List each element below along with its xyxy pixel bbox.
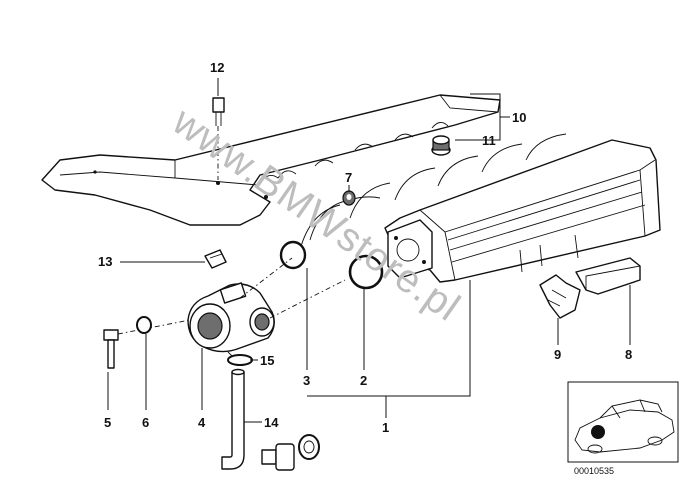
o-ring-3 [279, 240, 307, 270]
callout-12: 12 [210, 60, 224, 75]
callout-11: 11 [482, 133, 496, 148]
callout-8: 8 [625, 347, 632, 362]
leader-lines [107, 78, 631, 423]
engine-cover [41, 94, 501, 226]
fitting-14 [261, 434, 320, 471]
callout-9: 9 [554, 347, 561, 362]
callout-15: 15 [260, 353, 274, 368]
cover-cap-8 [575, 257, 641, 295]
car-location-icon [574, 399, 675, 454]
callout-2: 2 [360, 373, 367, 388]
locator-inset [567, 381, 679, 463]
intake-manifold [299, 133, 661, 283]
o-ring-2 [348, 254, 384, 290]
callout-7: 7 [345, 170, 352, 185]
callout-1: 1 [382, 420, 389, 435]
washer-6 [136, 316, 152, 334]
thermostat-housing-4 [187, 257, 346, 353]
hose-clamp-15 [227, 351, 253, 366]
callout-10: 10 [512, 110, 526, 125]
grommet-11 [431, 135, 451, 156]
seal-7 [342, 190, 356, 206]
callout-5: 5 [104, 415, 111, 430]
bolt-5 [103, 319, 191, 369]
reference-code: 00010535 [574, 466, 614, 476]
callout-4: 4 [198, 415, 206, 430]
bolt-12 [212, 97, 225, 180]
bracket-9 [539, 274, 581, 319]
callout-14: 14 [264, 415, 279, 430]
hose-14 [221, 368, 245, 470]
callout-13: 13 [98, 254, 112, 269]
clip-13 [204, 249, 227, 269]
callout-3: 3 [303, 373, 310, 388]
callout-6: 6 [142, 415, 149, 430]
